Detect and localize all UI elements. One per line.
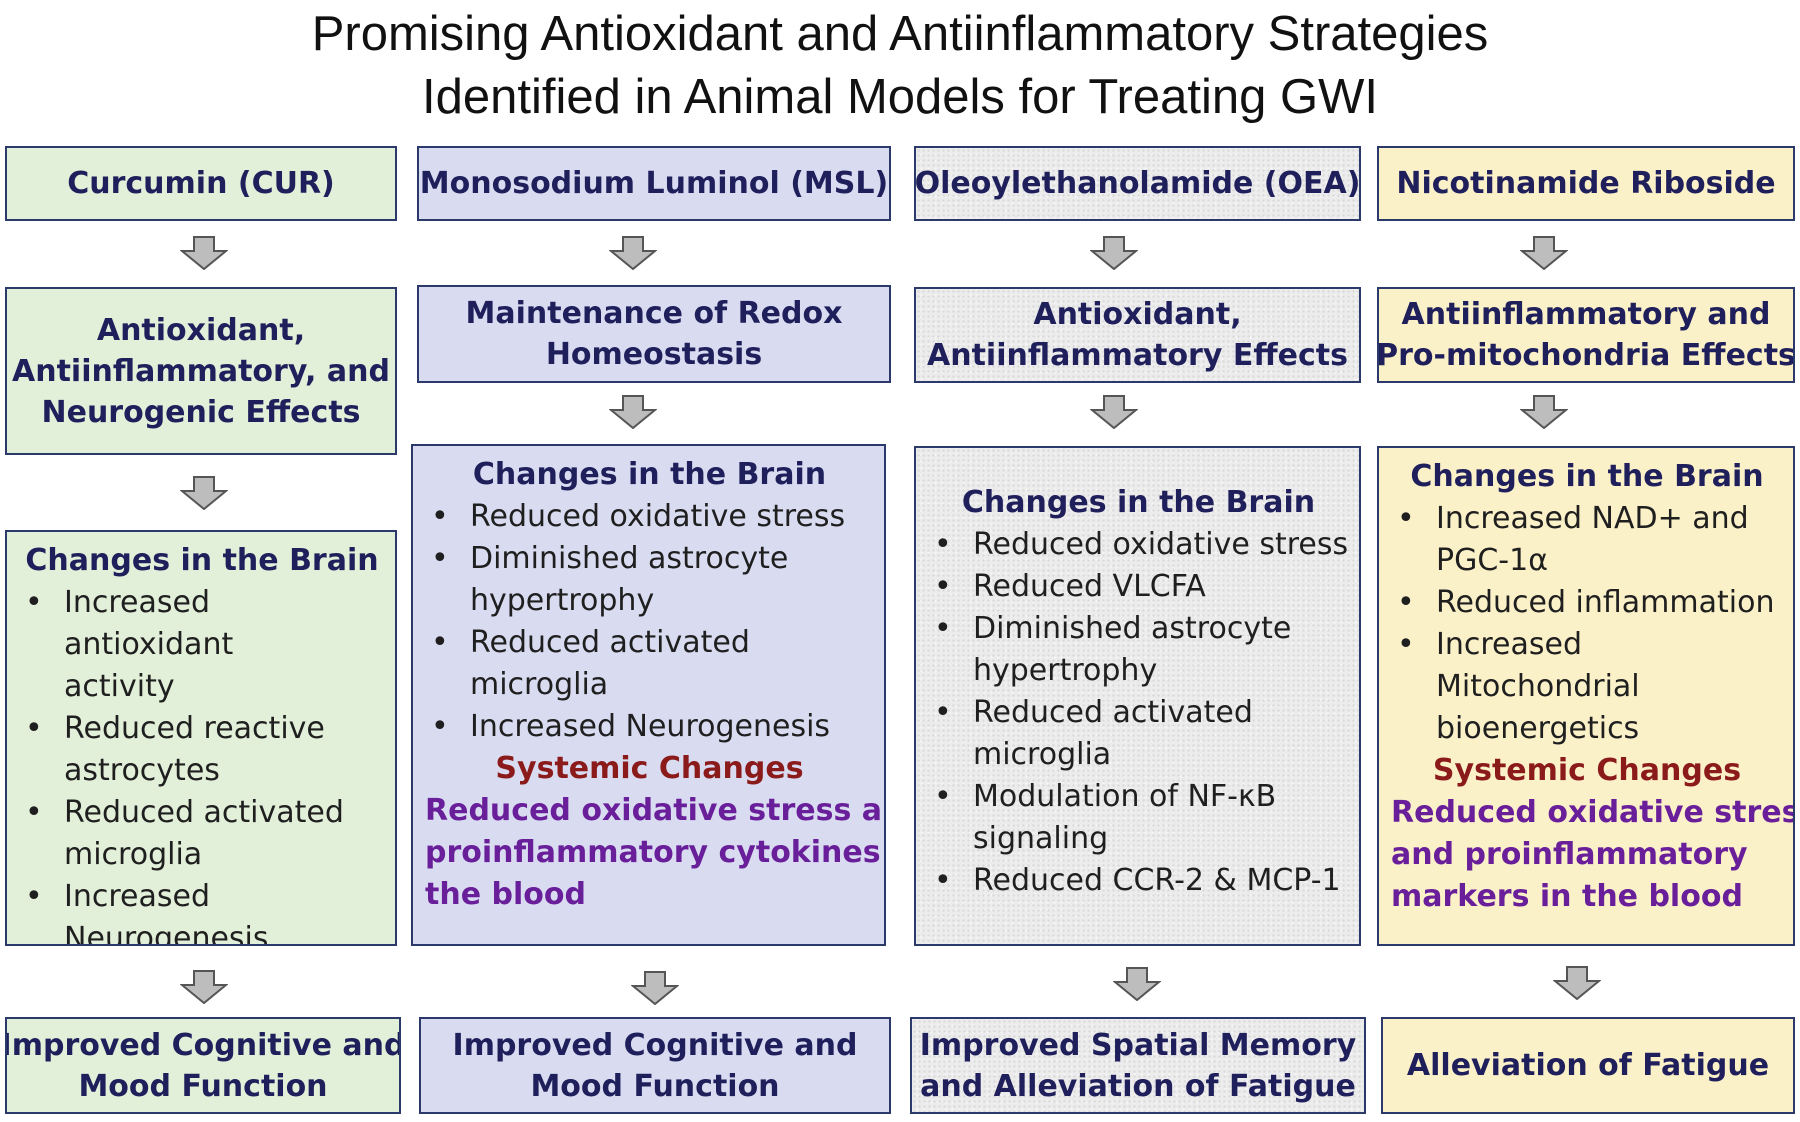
effects-line: Homeostasis	[545, 337, 763, 372]
nr-brain-changes-box: Changes in the Brain •Increased NAD+ and…	[1377, 446, 1795, 946]
curcumin-name: Curcumin (CUR)	[67, 166, 335, 201]
outcome-line: Mood Function	[530, 1068, 780, 1104]
title-line-1: Promising Antioxidant and Antiinflammato…	[311, 7, 1489, 61]
curcumin-outcome-box: Improved Cognitive and Mood Function	[5, 1017, 401, 1114]
systemic-changes-text: Reduced oxidative stress and proinflamma…	[1391, 795, 1795, 914]
nr-name-box: Nicotinamide Riboside	[1377, 146, 1795, 221]
msl-outcome-box: Improved Cognitive and Mood Function	[419, 1017, 891, 1114]
brain-changes-heading: Changes in the Brain	[25, 543, 379, 578]
brain-changes-heading: Changes in the Brain	[961, 485, 1316, 520]
brain-changes-heading: Changes in the Brain	[1410, 459, 1764, 494]
outcome-line: Improved Cognitive and	[452, 1027, 858, 1063]
msl-brain-changes-box: Changes in the Brain •Reduced oxidative …	[411, 444, 886, 946]
outcome-line: Alleviation of Fatigue	[1406, 1048, 1770, 1083]
bullet-icon: •	[25, 585, 43, 620]
down-arrow-icon	[609, 395, 657, 429]
diagram-title: Promising Antioxidant and Antiinflammato…	[0, 0, 1800, 129]
list-item: •Reduced VLCFA	[928, 566, 1349, 608]
down-arrow-icon	[1113, 967, 1161, 1001]
systemic-changes-heading: Systemic Changes	[1432, 753, 1742, 788]
bullet-icon: •	[934, 527, 952, 562]
bullet-icon: •	[431, 541, 449, 576]
curcumin-brain-changes-box: Changes in the Brain •Increased antioxid…	[5, 530, 397, 946]
down-arrow-icon	[1520, 236, 1568, 270]
msl-name: Monosodium Luminol (MSL)	[419, 166, 889, 201]
outcome-line: Improved Cognitive and	[5, 1027, 401, 1063]
bullet-icon: •	[1397, 627, 1415, 662]
bullet-icon: •	[934, 779, 952, 814]
effects-line: Maintenance of Redox	[465, 296, 843, 331]
systemic-changes-text: Reduced oxidative stress and proinflamma…	[425, 793, 886, 912]
msl-effects-box: Maintenance of Redox Homeostasis	[417, 285, 891, 383]
effects-line: Antiinflammatory and	[1401, 297, 1771, 332]
oea-outcome-box: Improved Spatial Memory and Alleviation …	[910, 1017, 1366, 1114]
bullet-icon: •	[934, 569, 952, 604]
bullet-icon: •	[25, 711, 43, 746]
brain-changes-list: •Reduced oxidative stress •Diminished as…	[425, 496, 874, 748]
nr-name: Nicotinamide Riboside	[1396, 166, 1776, 201]
down-arrow-icon	[180, 236, 228, 270]
bullet-icon: •	[431, 709, 449, 744]
bullet-icon: •	[431, 625, 449, 660]
bullet-icon: •	[934, 695, 952, 730]
down-arrow-icon	[609, 236, 657, 270]
effects-line: Pro-mitochondria Effects	[1377, 338, 1795, 373]
list-item: •Reduced oxidative stress	[928, 524, 1349, 566]
curcumin-effects-box: Antioxidant, Antiinflammatory, and Neuro…	[5, 287, 397, 455]
bullet-icon: •	[25, 795, 43, 830]
oea-brain-changes-box: Changes in the Brain •Reduced oxidative …	[914, 446, 1361, 946]
outcome-line: and Alleviation of Fatigue	[920, 1068, 1356, 1104]
oea-name: Oleoylethanolamide (OEA)	[914, 166, 1361, 201]
down-arrow-icon	[1090, 395, 1138, 429]
curcumin-name-box: Curcumin (CUR)	[5, 146, 397, 221]
list-item: •Reduced CCR-2 & MCP-1	[928, 860, 1349, 902]
title-line-2: Identified in Animal Models for Treating…	[422, 70, 1378, 124]
bullet-icon: •	[934, 611, 952, 646]
outcome-line: Mood Function	[78, 1068, 328, 1104]
effects-line: Antiinflammatory Effects	[927, 338, 1348, 373]
systemic-changes-heading: Systemic Changes	[495, 751, 804, 786]
nr-outcome-box: Alleviation of Fatigue	[1381, 1017, 1795, 1114]
down-arrow-icon	[1520, 395, 1568, 429]
bullet-icon: •	[934, 863, 952, 898]
brain-changes-list: •Reduced oxidative stress •Reduced VLCFA…	[928, 524, 1349, 902]
msl-name-box: Monosodium Luminol (MSL)	[417, 146, 891, 221]
oea-effects-box: Antioxidant, Antiinflammatory Effects	[914, 287, 1361, 383]
down-arrow-icon	[1090, 236, 1138, 270]
brain-changes-heading: Changes in the Brain	[472, 457, 827, 492]
oea-name-box: Oleoylethanolamide (OEA)	[914, 146, 1361, 221]
bullet-icon: •	[1397, 585, 1415, 620]
down-arrow-icon	[631, 971, 679, 1005]
outcome-line: Improved Spatial Memory	[919, 1027, 1357, 1063]
bullet-icon: •	[25, 879, 43, 914]
nr-effects-box: Antiinflammatory and Pro-mitochondria Ef…	[1377, 287, 1795, 383]
effects-line: Antioxidant,	[1033, 297, 1242, 332]
down-arrow-icon	[1553, 966, 1601, 1000]
effects-line: Antiinflammatory, and	[12, 353, 390, 389]
bullet-icon: •	[1397, 501, 1415, 536]
list-item: •Increased Neurogenesis	[425, 706, 874, 748]
effects-line: Antioxidant,	[96, 312, 306, 348]
list-item: •Reduced inflammation	[1391, 582, 1783, 624]
down-arrow-icon	[180, 476, 228, 510]
bullet-icon: •	[431, 499, 449, 534]
down-arrow-icon	[180, 970, 228, 1004]
effects-line: Neurogenic Effects	[41, 394, 361, 430]
list-item: •Reduced oxidative stress	[425, 496, 874, 538]
